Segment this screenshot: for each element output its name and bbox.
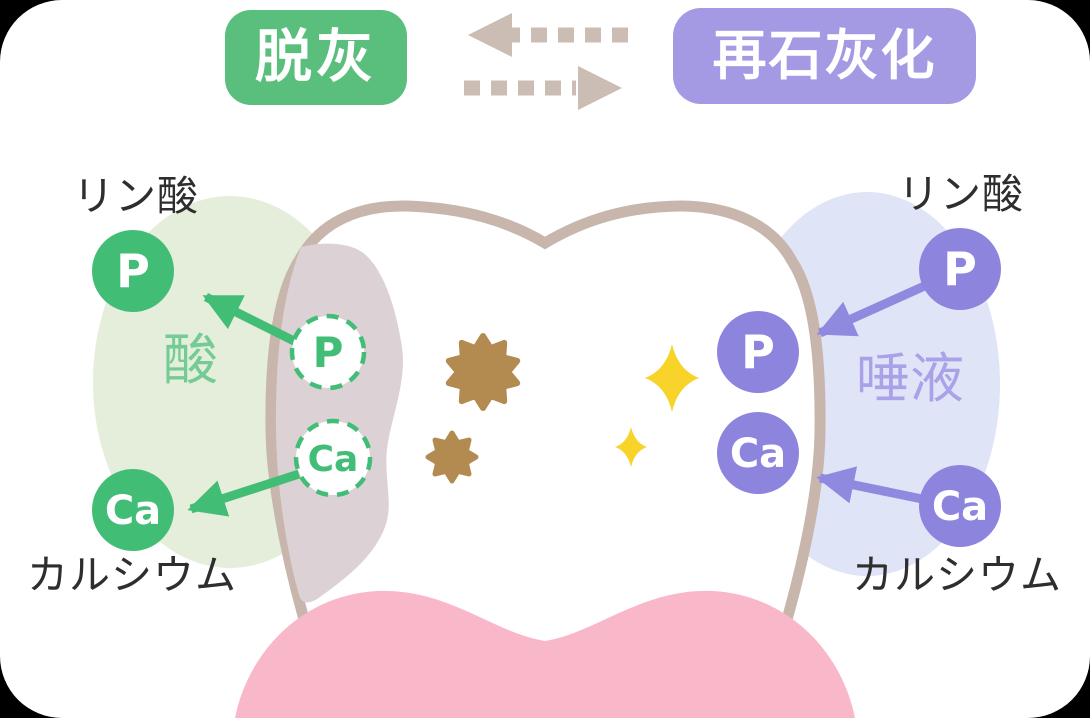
bacteria-icon-large	[445, 333, 521, 411]
svg-text:P: P	[313, 328, 344, 377]
demineralization-ca-arrow	[187, 469, 301, 517]
demineralization-p-arrow	[202, 292, 299, 347]
svg-text:Ca: Ca	[932, 484, 988, 530]
sparkle-icon-small	[615, 427, 647, 467]
phosphate-label-left: リン酸	[73, 172, 199, 220]
svg-text:P: P	[116, 244, 150, 298]
dissolved-p-circle: P	[92, 230, 174, 312]
tooth-p-dashed-circle: P	[289, 313, 367, 391]
demineralization-badge-label: 脱灰	[255, 24, 377, 90]
dissolved-ca-circle: Ca	[92, 469, 174, 551]
calcium-label-left: カルシウム	[27, 551, 237, 599]
remineralized-ca-circle: Ca	[717, 412, 799, 494]
remineralization-badge-label: 再石灰化	[712, 24, 937, 87]
remineralization-badge: 再石灰化	[673, 8, 976, 104]
svg-text:P: P	[943, 242, 977, 296]
tooth-body	[270, 205, 821, 662]
phosphate-label-right: リン酸	[898, 170, 1024, 218]
remineralization-p-arrow	[816, 279, 931, 338]
saliva-label: 唾液	[856, 347, 964, 410]
remineralization-direction-arrow	[464, 66, 622, 110]
acid-label: 酸	[163, 328, 219, 392]
svg-text:Ca: Ca	[730, 431, 786, 477]
remineralization-ca-arrow	[816, 466, 928, 505]
sparkle-icon-large	[645, 344, 699, 412]
tooth-outline	[265, 200, 826, 646]
bacteria-icon-small	[425, 430, 479, 484]
svg-text:Ca: Ca	[105, 488, 161, 534]
demineralization-badge: 脱灰	[225, 10, 407, 105]
saliva-p-circle: P	[919, 228, 1001, 310]
tooth-ca-dashed-circle: Ca	[293, 418, 373, 498]
saliva-ca-circle: Ca	[919, 465, 1001, 547]
svg-text:Ca: Ca	[308, 439, 359, 480]
svg-text:P: P	[741, 325, 775, 379]
gum	[235, 590, 855, 718]
remineralized-p-circle: P	[717, 311, 799, 393]
demineralization-direction-arrow	[468, 13, 628, 57]
calcium-label-right: カルシウム	[852, 551, 1062, 599]
